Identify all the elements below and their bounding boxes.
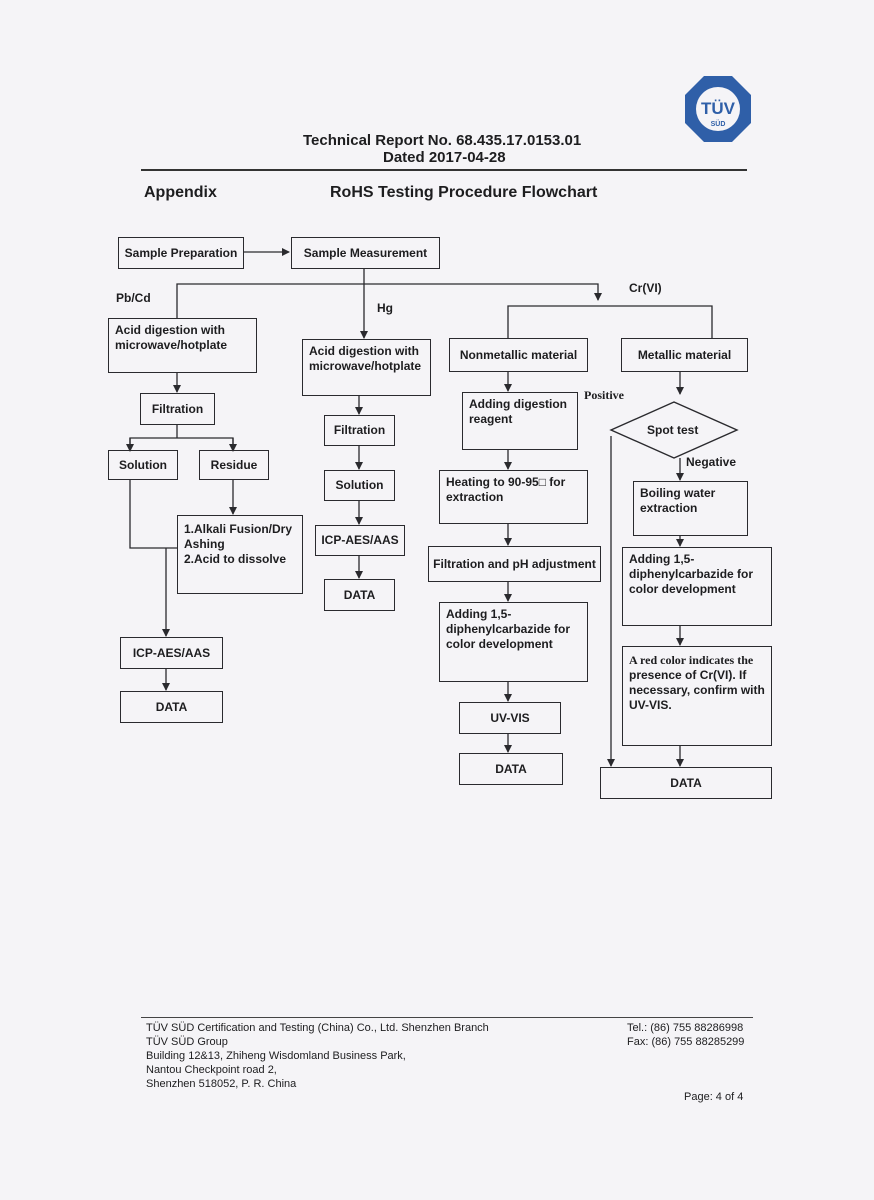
branch-label-crvi: Cr(VI) (629, 281, 662, 295)
footer-address-city: Shenzhen 518052, P. R. China (146, 1078, 297, 1090)
footer-group: TÜV SÜD Group (146, 1036, 228, 1048)
nonmetal-data-box: DATA (459, 753, 563, 785)
spot-test-label: Spot test (647, 423, 699, 437)
metallic-material-box: Metallic material (621, 338, 748, 372)
pbcd-residue-box: Residue (199, 450, 269, 480)
sample-preparation-box: Sample Preparation (118, 237, 244, 269)
footer-address-road: Nantou Checkpoint road 2, (146, 1064, 277, 1076)
hg-acid-digestion-box: Acid digestion with microwave/hotplate (302, 339, 431, 396)
red-color-note-box: A red color indicates the presence of Cr… (622, 646, 772, 746)
boiling-water-box: Boiling water extraction (633, 481, 748, 536)
pbcd-solution-box: Solution (108, 450, 178, 480)
svg-text:SÜD: SÜD (711, 119, 726, 128)
svg-text:TÜV: TÜV (701, 99, 736, 118)
metal-data-box: DATA (600, 767, 772, 799)
branch-label-hg: Hg (377, 301, 393, 315)
footer-address-building: Building 12&13, Zhiheng Wisdomland Busin… (146, 1050, 406, 1062)
footer-company: TÜV SÜD Certification and Testing (China… (146, 1022, 489, 1034)
sample-measurement-box: Sample Measurement (291, 237, 440, 269)
filtration-ph-box: Filtration and pH adjustment (428, 546, 601, 582)
uvvis-box: UV-VIS (459, 702, 561, 734)
heating-extraction-box: Heating to 90-95□ for extraction (439, 470, 588, 524)
negative-label: Negative (686, 455, 737, 469)
nonmetallic-material-box: Nonmetallic material (449, 338, 588, 372)
pbcd-icp-box: ICP-AES/AAS (120, 637, 223, 669)
hg-data-box: DATA (324, 579, 395, 611)
hg-icp-box: ICP-AES/AAS (315, 525, 405, 556)
pbcd-filtration-box: Filtration (140, 393, 215, 425)
digestion-reagent-box: Adding digestion reagent (462, 392, 578, 450)
pbcd-data-box: DATA (120, 691, 223, 723)
report-number: Technical Report No. 68.435.17.0153.01 (303, 132, 582, 149)
nonmetal-diphenylcarbazide-box: Adding 1,5- diphenylcarbazide for color … (439, 602, 588, 682)
red-color-note-rest: presence of Cr(VI). If necessary, confir… (629, 668, 765, 712)
pbcd-alkali-fusion-box: 1.Alkali Fusion/Dry Ashing 2.Acid to dis… (177, 515, 303, 594)
page-number: Page: 4 of 4 (684, 1091, 744, 1103)
footer-tel: Tel.: (86) 755 88286998 (627, 1022, 744, 1034)
footer-fax: Fax: (86) 755 88285299 (627, 1036, 745, 1048)
report-date: Dated 2017-04-28 (383, 149, 506, 166)
pbcd-acid-digestion-box: Acid digestion with microwave/hotplate (108, 318, 257, 373)
footer-rule (141, 1017, 753, 1018)
appendix-label: Appendix (144, 184, 217, 201)
tuv-sud-logo: TÜV SÜD (683, 74, 753, 144)
header-rule (141, 169, 747, 171)
hg-filtration-box: Filtration (324, 415, 395, 446)
branch-label-pbcd: Pb/Cd (116, 291, 151, 305)
flowchart-title: RoHS Testing Procedure Flowchart (330, 184, 598, 201)
positive-label: Positive (584, 388, 624, 402)
metal-diphenylcarbazide-box: Adding 1,5- diphenylcarbazide for color … (622, 547, 772, 626)
red-color-note-line1: A red color indicates the (629, 653, 754, 667)
hg-solution-box: Solution (324, 470, 395, 501)
